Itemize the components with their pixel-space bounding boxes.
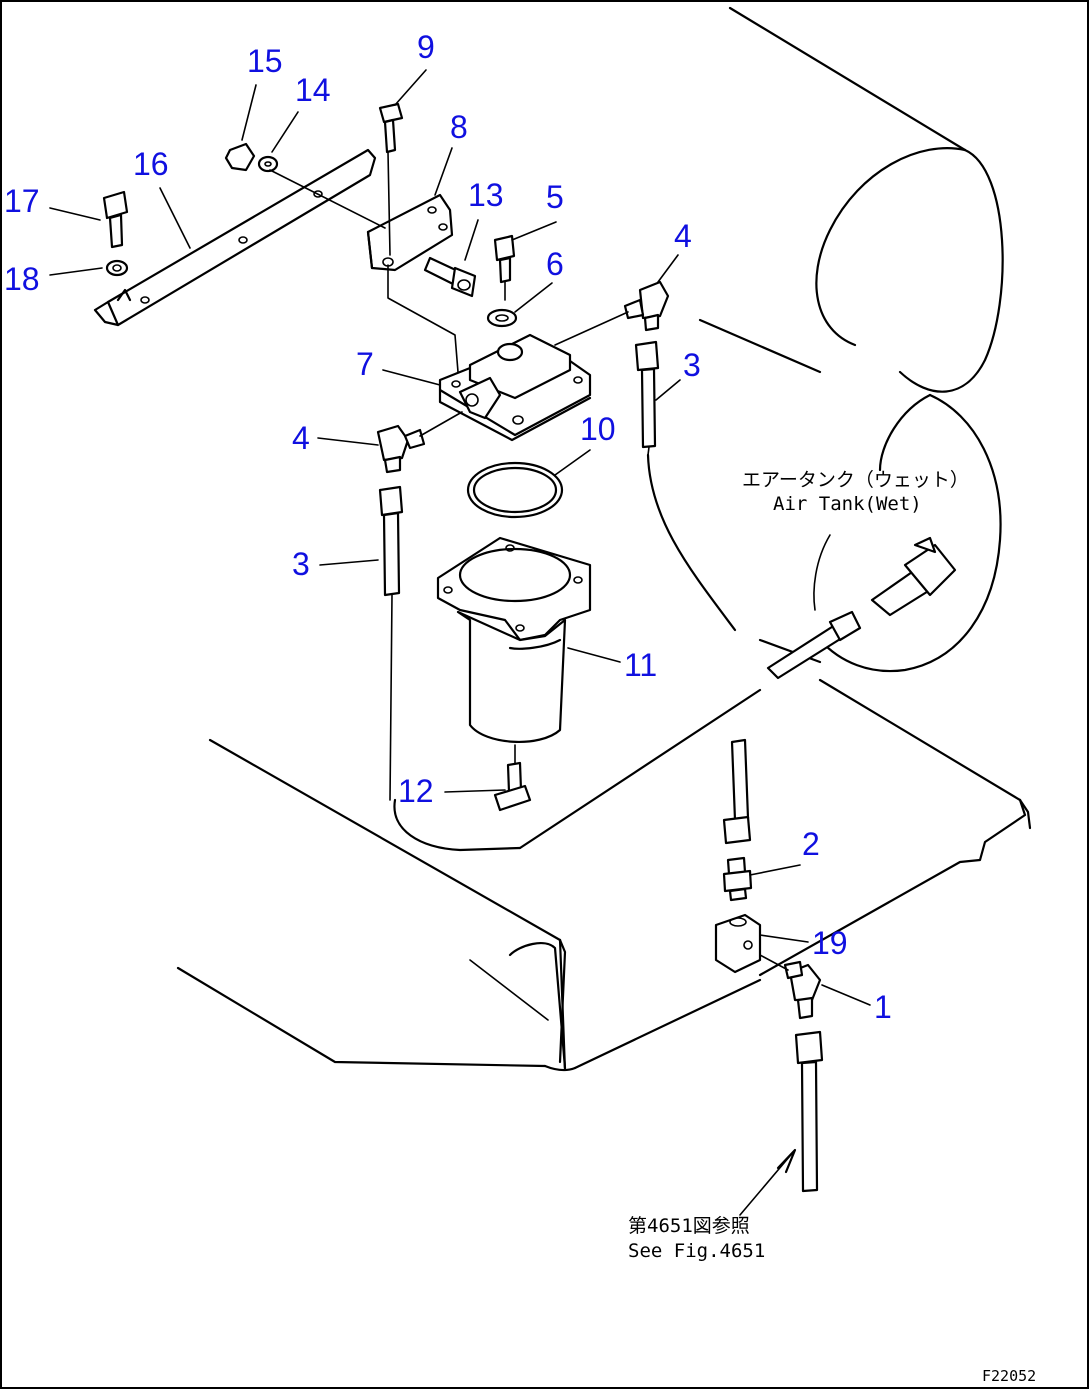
callout-2: 2 (802, 826, 820, 862)
bolt-17 (102, 190, 129, 249)
elbow-4-left (376, 411, 463, 474)
bolt-13 (423, 256, 477, 298)
leader-bracket-head (387, 264, 459, 373)
callout-4-right: 4 (674, 218, 692, 254)
callout-6: 6 (546, 246, 564, 282)
notes: エアータンク（ウェット） Air Tank(Wet) 第4651図参照 See … (628, 469, 1036, 1385)
leader-lines (49, 69, 871, 1216)
air-tank (646, 6, 1004, 673)
callout-18: 18 (4, 261, 40, 297)
o-ring-10 (466, 461, 564, 519)
washer-14 (257, 155, 279, 173)
callout-3-left: 3 (292, 546, 310, 582)
callout-15: 15 (247, 43, 283, 79)
washer-18 (105, 259, 129, 277)
drawing-code: F22052 (982, 1367, 1036, 1385)
bracket-8 (366, 193, 454, 272)
callout-1: 1 (874, 989, 892, 1025)
elbow-1 (759, 954, 822, 1020)
note-air-tank-jp: エアータンク（ウェット） (742, 469, 969, 491)
note-air-tank-en: Air Tank(Wet) (773, 493, 922, 515)
callout-11: 11 (624, 647, 657, 683)
callout-14: 14 (295, 72, 331, 108)
hose-3-right (634, 340, 660, 456)
nut-15 (224, 142, 256, 172)
valve-5 (493, 234, 516, 301)
hose-3-left (378, 485, 404, 801)
gasket-6 (486, 308, 518, 328)
callout-12: 12 (398, 773, 434, 809)
callout-19: 19 (812, 925, 848, 961)
callout-labels: 15 14 16 17 18 9 8 13 5 6 7 4 4 3 10 3 1… (4, 29, 892, 1025)
bolt-9 (378, 102, 404, 256)
filter-head-7 (438, 333, 592, 442)
callout-13: 13 (468, 177, 504, 213)
bolt-axis-line (269, 169, 386, 229)
note-see-fig-en: See Fig.4651 (628, 1240, 765, 1262)
callout-7: 7 (356, 346, 374, 382)
note-see-fig-jp: 第4651図参照 (628, 1215, 750, 1237)
callout-5: 5 (546, 179, 564, 215)
floor-plate (176, 678, 1032, 1072)
block-19 (714, 913, 762, 974)
callout-17: 17 (4, 183, 40, 219)
callout-8: 8 (450, 109, 468, 145)
air-tank-connector (766, 536, 957, 680)
adapter-2 (722, 856, 753, 902)
filter-bowl-11 (436, 536, 592, 766)
callout-4-left: 4 (292, 420, 310, 456)
bottom-hose (794, 1030, 824, 1193)
callout-3-right: 3 (683, 347, 701, 383)
callout-10: 10 (580, 411, 616, 447)
callout-9: 9 (417, 29, 435, 65)
bracket-16 (93, 148, 377, 327)
lower-hose (722, 738, 752, 845)
callout-16: 16 (133, 146, 169, 182)
drain-valve-12 (493, 761, 532, 812)
elbow-4-right (554, 280, 670, 346)
